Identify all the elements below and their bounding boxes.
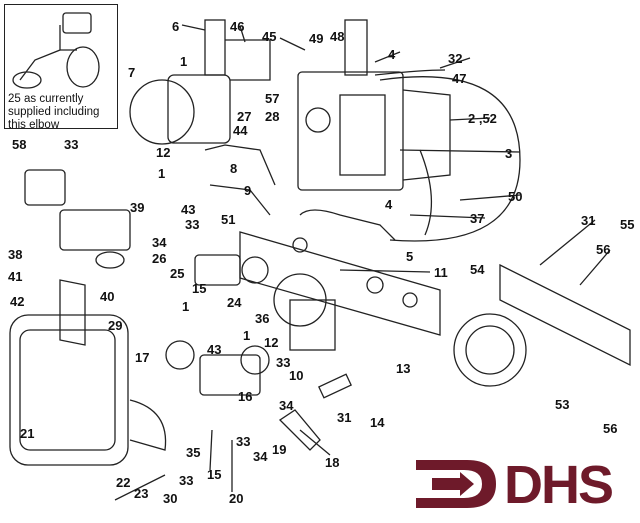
part-label: 56	[603, 421, 618, 436]
part-label: 34	[253, 449, 268, 464]
elbow-icon	[12, 12, 100, 89]
part-label: 25	[170, 266, 185, 281]
part-label: 12	[264, 335, 279, 350]
part-label: 29	[108, 318, 123, 333]
part-label: 46	[230, 19, 245, 34]
part-label: 53	[555, 397, 570, 412]
part-label: 33	[236, 434, 251, 449]
part-label: 2 ,52	[468, 111, 497, 126]
part-label: 42	[10, 294, 25, 309]
part-label: 7	[128, 65, 136, 80]
part-label: 58	[12, 137, 27, 152]
part-label: 22	[116, 475, 131, 490]
part-label: 49	[309, 31, 324, 46]
mounting-bracket	[239, 231, 441, 336]
part-label: 23	[134, 486, 149, 501]
part-label: 17	[135, 350, 150, 365]
part-label: 33	[276, 355, 291, 370]
part-label: 24	[227, 295, 242, 310]
part-label: 35	[186, 445, 201, 460]
part-label: 51	[221, 212, 236, 227]
part-label: 4	[385, 197, 393, 212]
part-label: 20	[229, 491, 244, 506]
part-label: 34	[152, 235, 167, 250]
part-label: 27	[237, 109, 252, 124]
part-label: 5	[406, 249, 414, 264]
part-label: 36	[255, 311, 270, 326]
pressure-switch-bracket	[499, 263, 631, 367]
part-label: 50	[508, 189, 523, 204]
part-label: 15	[192, 281, 207, 296]
dhs-logo: DHS	[412, 452, 632, 516]
part-label: 19	[272, 442, 287, 457]
part-label: 34	[279, 398, 294, 413]
part-label: 33	[179, 473, 194, 488]
part-label: 31	[581, 213, 596, 228]
part-label: 15	[207, 467, 222, 482]
pressure-switch	[453, 313, 527, 387]
part-label: 8	[230, 161, 238, 176]
part-label: 48	[330, 29, 345, 44]
part-label: 1	[158, 166, 166, 181]
part-label: 1	[182, 299, 190, 314]
part-label: 44	[233, 123, 248, 138]
part-label: 28	[265, 109, 280, 124]
part-label: 13	[396, 361, 411, 376]
part-label: 26	[152, 251, 167, 266]
part-label: 4	[388, 47, 396, 62]
part-label: 21	[20, 426, 35, 441]
part-label: 18	[325, 455, 340, 470]
part-label: 11	[434, 265, 448, 280]
part-label: 45	[262, 29, 277, 44]
inset-note: 25 as currently supplied including this …	[8, 93, 100, 131]
part-label: 40	[100, 289, 115, 304]
part-label: 54	[470, 262, 485, 277]
part-label: 14	[370, 415, 385, 430]
part-label: 39	[130, 200, 145, 215]
part-label: 41	[8, 269, 23, 284]
pump-motor	[129, 79, 195, 145]
part-label: 43	[181, 202, 196, 217]
elbow-inset: 25 as currently supplied including this …	[4, 4, 118, 131]
part-label: 32	[448, 51, 463, 66]
part-label: 3	[505, 146, 513, 161]
part-label: 47	[452, 71, 467, 86]
expansion-vessel	[379, 76, 521, 242]
logo-arrow-icon	[416, 460, 496, 508]
part-label: 38	[8, 247, 23, 262]
part-label: 31	[337, 410, 352, 425]
part-label: 6	[172, 19, 180, 34]
part-label: 1	[180, 54, 188, 69]
part-label: 33	[185, 217, 200, 232]
part-label: 16	[238, 389, 253, 404]
part-label: 12	[156, 145, 171, 160]
part-label: 57	[265, 91, 280, 106]
part-label: 30	[163, 491, 178, 506]
part-label: 55	[620, 217, 635, 232]
part-label: 33	[64, 137, 79, 152]
part-label: 9	[244, 183, 252, 198]
part-label: 37	[470, 211, 485, 226]
heat-exchanger	[9, 314, 129, 466]
part-label: 1	[243, 328, 251, 343]
part-label: 10	[289, 368, 304, 383]
gas-valve	[297, 71, 404, 191]
logo-text: DHS	[504, 455, 614, 515]
part-label: 43	[207, 342, 222, 357]
part-label: 56	[596, 242, 611, 257]
